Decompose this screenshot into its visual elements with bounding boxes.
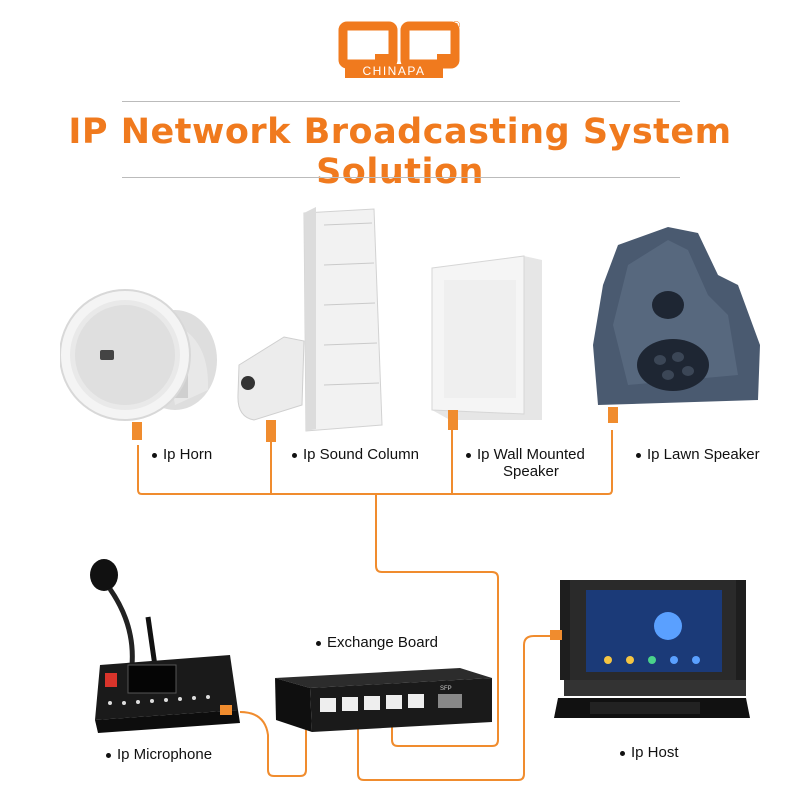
title-rule-bottom — [122, 177, 680, 178]
label-text-line1: Ip Wall Mounted — [477, 446, 585, 463]
ip-lawn-speaker-device — [593, 227, 760, 423]
host-to-switch-cable — [357, 635, 552, 781]
label-ip-wall-speaker: Ip Wall Mounted — [466, 446, 585, 463]
label-ip-wall-speaker-line2: Speaker — [503, 463, 559, 480]
label-ip-lawn-speaker: Ip Lawn Speaker — [636, 446, 760, 463]
ip-horn-device — [60, 289, 217, 440]
label-text: Ip Microphone — [117, 746, 213, 763]
label-ip-sound-column: Ip Sound Column — [292, 446, 419, 463]
label-text: Ip Sound Column — [303, 446, 419, 463]
label-text: Exchange Board — [327, 634, 438, 651]
ip-sound-column-device — [237, 207, 383, 442]
label-ip-microphone: Ip Microphone — [106, 746, 212, 763]
sfp-label: SFP — [440, 686, 452, 692]
bullet-dot — [636, 452, 641, 458]
bullet-dot — [316, 640, 321, 646]
exchange-board-device: SFP — [275, 668, 492, 732]
bullet-dot — [152, 452, 157, 458]
bullet-dot — [292, 452, 297, 458]
label-text: Ip Lawn Speaker — [647, 446, 760, 463]
page-title: IP Network Broadcasting System Solution — [68, 112, 732, 192]
bullet-dot — [466, 452, 471, 458]
ip-microphone-device — [90, 559, 240, 733]
mic-to-switch-cable — [239, 711, 307, 777]
label-exchange-board: Exchange Board — [316, 634, 438, 651]
label-text: Ip Horn — [163, 446, 213, 463]
bus-to-switch-cable — [375, 494, 499, 747]
title-rule-top — [122, 101, 680, 102]
brand-name: CHINAPA — [345, 64, 443, 78]
label-ip-horn: Ip Horn — [152, 446, 212, 463]
bullet-dot — [620, 750, 625, 756]
registered-mark: ® — [452, 20, 461, 32]
ip-wall-speaker-device — [431, 255, 542, 430]
ip-host-device — [550, 580, 750, 718]
label-ip-host: Ip Host — [620, 744, 679, 761]
bullet-dot — [106, 752, 111, 758]
label-text: Ip Host — [631, 744, 679, 761]
